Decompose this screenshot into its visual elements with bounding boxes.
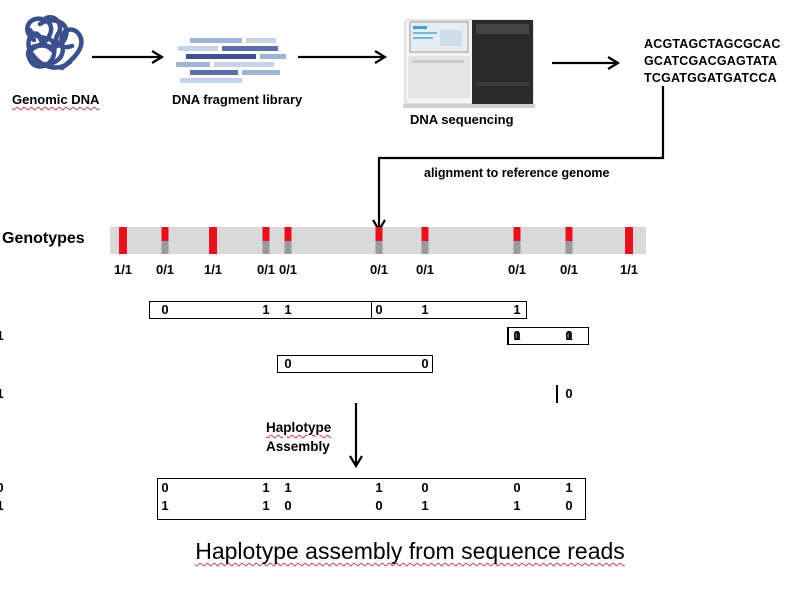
read-allele: 0 (375, 302, 383, 317)
read-allele: 1 (262, 302, 270, 317)
het-site-marker (284, 227, 292, 241)
genotype-label: 0/1 (369, 262, 389, 277)
haplotype-allele: 1 (565, 480, 573, 495)
genotype-label: 1/1 (203, 262, 223, 277)
read-allele: 1 (513, 302, 521, 317)
read-allele: 0 (284, 356, 292, 371)
read-allele: 1 (0, 328, 4, 343)
genotype-label: 1/1 (619, 262, 639, 277)
read-allele: 0 (421, 356, 429, 371)
het-site-marker-lower (262, 241, 270, 254)
hom-site-marker (119, 227, 127, 254)
genotype-label: 0/1 (278, 262, 298, 277)
alignment-label: alignment to reference genome (424, 166, 610, 180)
read-allele: 1 (0, 386, 4, 401)
variant-sites (119, 227, 633, 254)
arrow-head (349, 455, 363, 469)
page-title: Haplotype assembly from sequence reads (0, 538, 800, 565)
genotype-label: 0/1 (155, 262, 175, 277)
genotype-label: 0/1 (256, 262, 276, 277)
title-text: Haplotype assembly from sequence reads (195, 538, 625, 564)
haplotype-allele: 1 (421, 498, 429, 513)
haplotype-box (157, 478, 586, 520)
haplotype-allele: 0 (0, 480, 4, 495)
read-box (507, 327, 509, 345)
genotype-label: 0/1 (507, 262, 527, 277)
arrow-head (151, 50, 165, 64)
genotypes-label: Genotypes (2, 230, 85, 247)
assembly-label-line: Assembly (266, 439, 330, 454)
read-box (277, 355, 433, 373)
assembly-label: Haplotype Assembly (266, 418, 331, 456)
haplotype-allele: 0 (375, 498, 383, 513)
genomic-dna-label: Genomic DNA (12, 92, 100, 107)
het-site-marker-lower (421, 241, 429, 254)
het-site-marker (421, 227, 429, 241)
genotype-label: 0/1 (559, 262, 579, 277)
read-allele: 1 (513, 328, 521, 343)
hom-site-marker (209, 227, 217, 254)
haplotype-allele: 1 (513, 498, 521, 513)
read-box (556, 385, 558, 403)
read-allele: 0 (565, 328, 573, 343)
haplotype-allele: 1 (375, 480, 383, 495)
haplotype-allele: 0 (161, 480, 169, 495)
haplotype-allele: 1 (161, 498, 169, 513)
haplotype-allele: 1 (262, 480, 270, 495)
haplotype-allele: 0 (284, 498, 292, 513)
het-site-marker-lower (161, 241, 169, 254)
het-site-marker (565, 227, 573, 241)
fragment-library-label: DNA fragment library (172, 92, 303, 107)
read-allele: 0 (161, 302, 169, 317)
read-allele: 0 (565, 386, 573, 401)
assembly-label-line: Haplotype (266, 420, 332, 435)
het-site-marker (513, 227, 521, 241)
het-site-marker (262, 227, 270, 241)
fragment-library-icon (176, 38, 286, 83)
haplotype-allele: 1 (0, 498, 4, 513)
haplotype-allele: 0 (565, 498, 573, 513)
het-site-marker-lower (375, 241, 383, 254)
haplotype-allele: 1 (284, 480, 292, 495)
arrow-head (374, 50, 388, 64)
read-allele: 1 (284, 302, 292, 317)
read-allele: 1 (565, 328, 573, 343)
pipeline-arrows (92, 50, 665, 469)
sequencer-icon (403, 19, 535, 108)
haplotype-allele: 0 (513, 480, 521, 495)
hom-site-marker (625, 227, 633, 254)
arrow-head (607, 56, 621, 70)
sequence-line: GCATCGACGAGTATA (644, 54, 778, 68)
het-site-marker-lower (513, 241, 521, 254)
sequence-reads-text: ACGTAGCTAGCGCAC GCATCGACGAGTATA TCGATGGA… (644, 36, 781, 87)
alignment-arrow (377, 86, 665, 228)
read-allele: 1 (421, 302, 429, 317)
dna-tangle-icon (25, 14, 84, 71)
read-allele: 0 (513, 328, 521, 343)
genotype-label: 1/1 (113, 262, 133, 277)
read-box (371, 301, 527, 319)
het-site-marker-lower (565, 241, 573, 254)
sequence-line: TCGATGGATGATCCA (644, 71, 777, 85)
genotype-label: 0/1 (415, 262, 435, 277)
het-site-marker-lower (284, 241, 292, 254)
haplotype-allele: 1 (262, 498, 270, 513)
sequencing-label: DNA sequencing (410, 112, 514, 127)
sequence-line: ACGTAGCTAGCGCAC (644, 37, 781, 51)
haplotype-allele: 0 (421, 480, 429, 495)
het-site-marker (375, 227, 383, 241)
het-site-marker (161, 227, 169, 241)
